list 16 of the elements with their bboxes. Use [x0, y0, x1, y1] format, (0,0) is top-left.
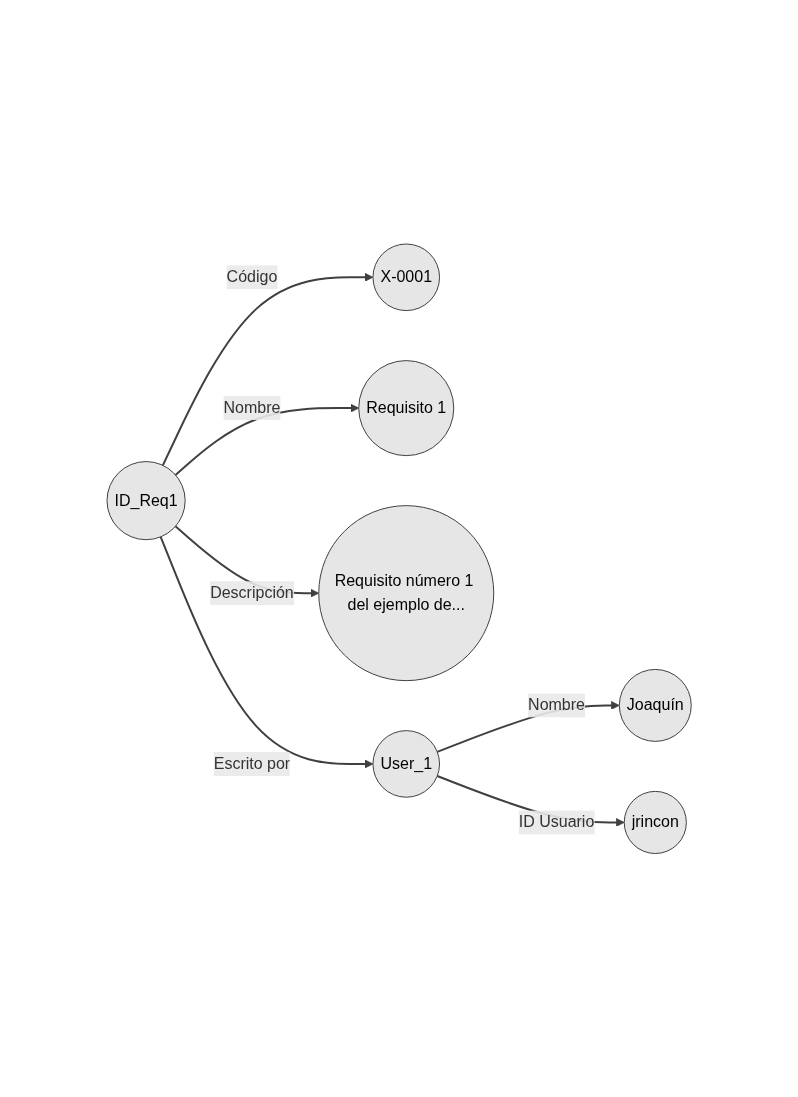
node-circle: X-0001 — [372, 243, 440, 311]
arrow — [174, 403, 359, 476]
arrow — [159, 535, 374, 769]
edge-label: Nombre — [223, 398, 281, 416]
node-circle: jrincon — [623, 790, 687, 854]
edge-label: Escrito por — [213, 754, 291, 772]
edge-label: Código — [226, 268, 278, 286]
edge-label: ID Usuario — [518, 813, 595, 831]
edge-label: Descripción — [210, 583, 294, 601]
node-circle: Requisito número 1 del ejemplo de... — [318, 504, 495, 681]
node-circle: ID_Req1 — [106, 460, 186, 540]
arrow — [161, 272, 374, 467]
node-circle: Joaquín — [618, 668, 692, 742]
node-circle: User_1 — [372, 729, 440, 798]
node-circle: Requisito 1 — [358, 359, 455, 456]
edge-label: Nombre — [527, 696, 585, 714]
